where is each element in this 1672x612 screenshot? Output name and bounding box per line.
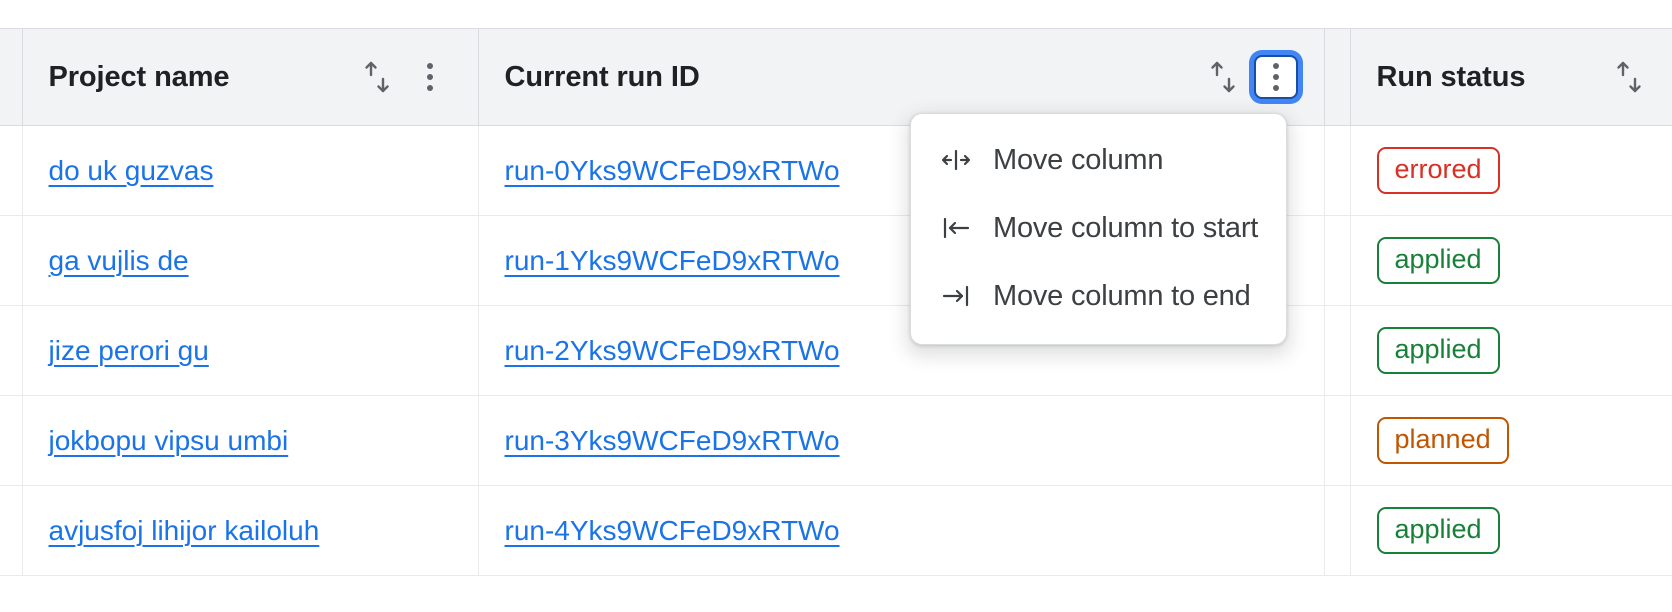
current-run-id-link[interactable]: run-0Yks9WCFeD9xRTWo: [504, 154, 840, 186]
cell-spacer: [1324, 215, 1351, 306]
project-name-link[interactable]: jize perori gu: [48, 334, 209, 366]
move-column-to-end-icon: [941, 281, 971, 311]
cell-project-name: do uk guzvas: [22, 125, 479, 216]
cell-run-status: errored: [1350, 125, 1672, 216]
header-project-name-tools: [360, 55, 452, 99]
status-badge: planned: [1376, 417, 1509, 464]
header-project-name-label: Project name: [48, 60, 230, 93]
project-name-link[interactable]: avjusfoj lihijor kailoluh: [48, 514, 320, 546]
cell-run-status: planned: [1350, 395, 1672, 486]
cell-project-name: jize perori gu: [22, 305, 479, 396]
header-project-name[interactable]: Project name: [22, 28, 479, 126]
table-header: Project name: [0, 28, 1672, 126]
project-name-link[interactable]: do uk guzvas: [48, 154, 214, 186]
menu-item-move-column-to-end-label: Move column to end: [993, 279, 1251, 312]
cell-project-name: jokbopu vipsu umbi: [22, 395, 479, 486]
kebab-menu-icon: [426, 63, 433, 91]
status-badge: applied: [1376, 327, 1500, 374]
header-gutter: [0, 28, 23, 126]
cell-spacer: [1324, 395, 1351, 486]
header-run-status-tools: [1612, 56, 1646, 98]
row-gutter-cell: [0, 485, 23, 576]
table-row: jokbopu vipsu umbi run-3Yks9WCFeD9xRTWo pl…: [0, 395, 1672, 486]
table-header-row: Project name: [0, 28, 1672, 126]
move-column-to-start-icon: [941, 213, 971, 243]
table-body: do uk guzvas run-0Yks9WCFeD9xRTWo errored g…: [0, 125, 1672, 576]
sort-arrows-icon[interactable]: [1206, 56, 1240, 98]
table-row: do uk guzvas run-0Yks9WCFeD9xRTWo errored: [0, 125, 1672, 216]
sort-arrows-icon[interactable]: [360, 56, 394, 98]
header-run-status-label: Run status: [1376, 60, 1526, 93]
status-badge: applied: [1376, 237, 1500, 284]
menu-item-move-column-label: Move column: [993, 143, 1164, 176]
sort-arrows-icon[interactable]: [1612, 56, 1646, 98]
menu-item-move-column-to-start-label: Move column to start: [993, 211, 1259, 244]
header-project-name-menu-button[interactable]: [408, 55, 452, 99]
table-row: ga vujlis de run-1Yks9WCFeD9xRTWo applied: [0, 215, 1672, 306]
current-run-id-link[interactable]: run-3Yks9WCFeD9xRTWo: [504, 424, 840, 456]
project-name-link[interactable]: jokbopu vipsu umbi: [48, 424, 289, 456]
cell-project-name: avjusfoj lihijor kailoluh: [22, 485, 479, 576]
header-current-run-id-menu-button[interactable]: [1253, 55, 1298, 99]
table-row: avjusfoj lihijor kailoluh run-4Yks9WCFeD9…: [0, 485, 1672, 576]
menu-item-move-column-to-end[interactable]: Move column to end: [911, 262, 1286, 330]
table-row: jize perori gu run-2Yks9WCFeD9xRTWo applie…: [0, 305, 1672, 396]
row-gutter-cell: [0, 125, 23, 216]
move-column-icon: [941, 145, 971, 175]
header-current-run-id-label: Current run ID: [504, 60, 700, 93]
cell-spacer: [1324, 305, 1351, 396]
cell-current-run-id: run-4Yks9WCFeD9xRTWo: [478, 485, 1325, 576]
cell-run-status: applied: [1350, 485, 1672, 576]
column-options-menu: Move column Move column to start Move co…: [910, 113, 1287, 345]
kebab-menu-icon: [1272, 63, 1279, 91]
header-run-status[interactable]: Run status: [1350, 28, 1672, 126]
header-spacer: [1324, 28, 1351, 126]
cell-run-status: applied: [1350, 215, 1672, 306]
cell-project-name: ga vujlis de: [22, 215, 479, 306]
row-gutter-cell: [0, 395, 23, 486]
menu-item-move-column[interactable]: Move column: [911, 126, 1286, 194]
status-badge: applied: [1376, 507, 1500, 554]
project-name-link[interactable]: ga vujlis de: [48, 244, 189, 276]
header-current-run-id-tools: [1206, 55, 1298, 99]
status-badge: errored: [1376, 147, 1500, 194]
current-run-id-link[interactable]: run-1Yks9WCFeD9xRTWo: [504, 244, 840, 276]
current-run-id-link[interactable]: run-4Yks9WCFeD9xRTWo: [504, 514, 840, 546]
cell-spacer: [1324, 125, 1351, 216]
header-current-run-id[interactable]: Current run ID: [478, 28, 1325, 126]
menu-item-move-column-to-start[interactable]: Move column to start: [911, 194, 1286, 262]
row-gutter-cell: [0, 305, 23, 396]
cell-current-run-id: run-3Yks9WCFeD9xRTWo: [478, 395, 1325, 486]
cell-run-status: applied: [1350, 305, 1672, 396]
current-run-id-link[interactable]: run-2Yks9WCFeD9xRTWo: [504, 334, 840, 366]
cell-spacer: [1324, 485, 1351, 576]
row-gutter-cell: [0, 215, 23, 306]
projects-table: Project name: [0, 28, 1672, 576]
